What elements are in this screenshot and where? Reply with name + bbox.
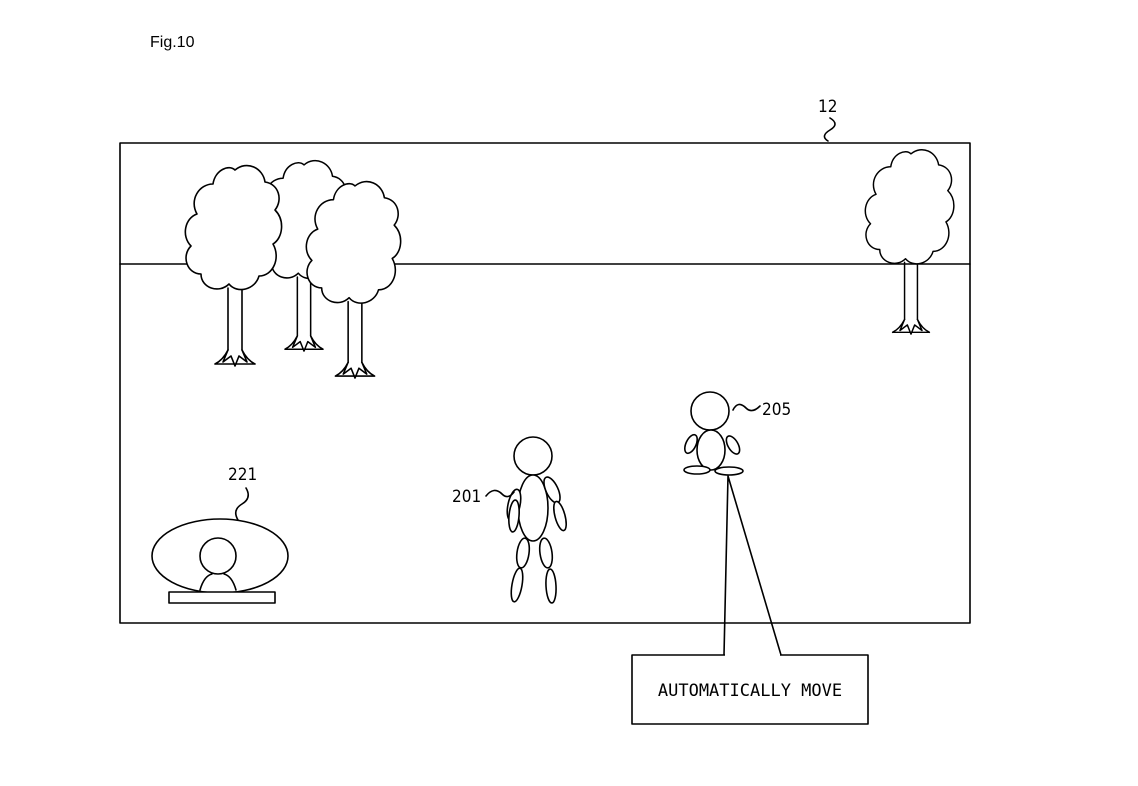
callout-pointer: [723, 475, 782, 656]
companion-ref-label: 205: [762, 400, 791, 420]
player-ref-label: 201: [452, 487, 481, 507]
vehicle-221: [151, 518, 289, 604]
callout-box: [631, 654, 869, 725]
player-leader-line: [485, 489, 515, 498]
companion-character-205: [683, 391, 744, 476]
tree-4: [864, 148, 955, 335]
player-character-201: [506, 436, 567, 604]
screen-ref-label: 12: [818, 97, 837, 117]
figure-label: Fig.10: [150, 34, 195, 51]
callout-text: AUTOMATICALLY MOVE: [658, 681, 842, 701]
companion-leader-line: [732, 403, 761, 412]
vehicle-leader-line: [234, 487, 250, 521]
screen-frame: [119, 142, 971, 624]
screen-leader-line: [823, 117, 836, 142]
vehicle-ref-label: 221: [228, 465, 257, 485]
tree-2: [184, 164, 283, 367]
